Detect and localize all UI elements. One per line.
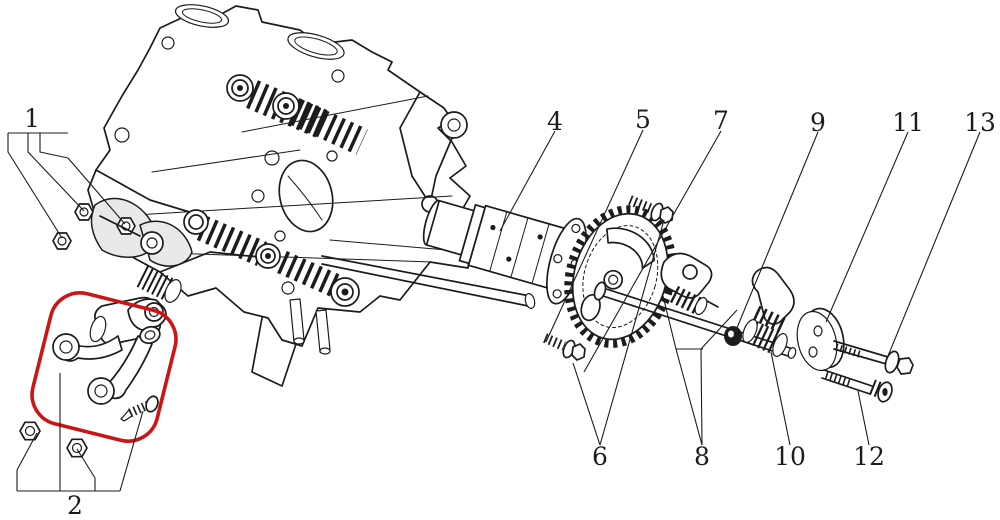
decompressor-follower bbox=[660, 252, 719, 316]
callout-5: 5 bbox=[635, 105, 651, 134]
callout-9: 9 bbox=[810, 108, 826, 137]
flange-bolt-top bbox=[628, 195, 674, 224]
callout-12: 12 bbox=[853, 442, 885, 471]
top-port-opening-2 bbox=[287, 32, 345, 60]
callout-1: 1 bbox=[24, 104, 40, 133]
sprocket-crescent-cutout bbox=[606, 227, 655, 270]
combustion-port bbox=[251, 150, 338, 242]
bolt-hole bbox=[281, 281, 295, 295]
hex-bolt-long bbox=[833, 340, 914, 375]
seal-oring bbox=[724, 326, 742, 346]
retainer-plate bbox=[796, 307, 845, 372]
rocker-pivot-bolt bbox=[120, 395, 159, 422]
valve-springs-upper bbox=[226, 74, 368, 155]
construction-line bbox=[151, 149, 301, 173]
camshaft-and-sprocket bbox=[422, 199, 677, 348]
flyweight-assembly bbox=[742, 266, 795, 357]
flange-bolt-bottom bbox=[543, 333, 586, 361]
head-studs bbox=[251, 298, 331, 387]
knurled-bushing bbox=[136, 265, 182, 303]
rocker-arm-assembly bbox=[52, 296, 167, 405]
cylinder-head-drawing bbox=[52, 4, 536, 387]
rocker-shaft-rod bbox=[321, 255, 536, 309]
timing-sprocket bbox=[564, 205, 677, 348]
callout-labels: 1 2 4 5 6 7 8 9 10 11 12 13 bbox=[24, 104, 996, 520]
red-highlight-oval bbox=[30, 291, 178, 443]
callout-7: 7 bbox=[713, 106, 729, 135]
casting-edge bbox=[95, 169, 197, 215]
callout-4: 4 bbox=[547, 107, 563, 136]
side-bracket-arm bbox=[399, 91, 468, 213]
construction-line bbox=[117, 195, 453, 217]
valve-springs-lower bbox=[183, 209, 360, 307]
installed-rocker-arms bbox=[52, 197, 193, 267]
callout-8: 8 bbox=[694, 442, 710, 471]
callout-2: 2 bbox=[67, 491, 83, 520]
rocker-mounting-nuts bbox=[19, 421, 88, 458]
bolt-hole bbox=[331, 69, 345, 83]
callout-11: 11 bbox=[892, 108, 924, 137]
bolt-hole bbox=[161, 36, 175, 50]
socket-bolt bbox=[821, 369, 893, 403]
callout-10: 10 bbox=[774, 442, 806, 471]
callout-13: 13 bbox=[964, 108, 996, 137]
callout-6: 6 bbox=[592, 442, 608, 471]
top-port-opening bbox=[174, 4, 230, 28]
bolt-hole bbox=[114, 127, 130, 143]
leader-lines bbox=[7, 129, 981, 492]
construction-line bbox=[241, 95, 429, 133]
camshaft bbox=[422, 199, 568, 290]
